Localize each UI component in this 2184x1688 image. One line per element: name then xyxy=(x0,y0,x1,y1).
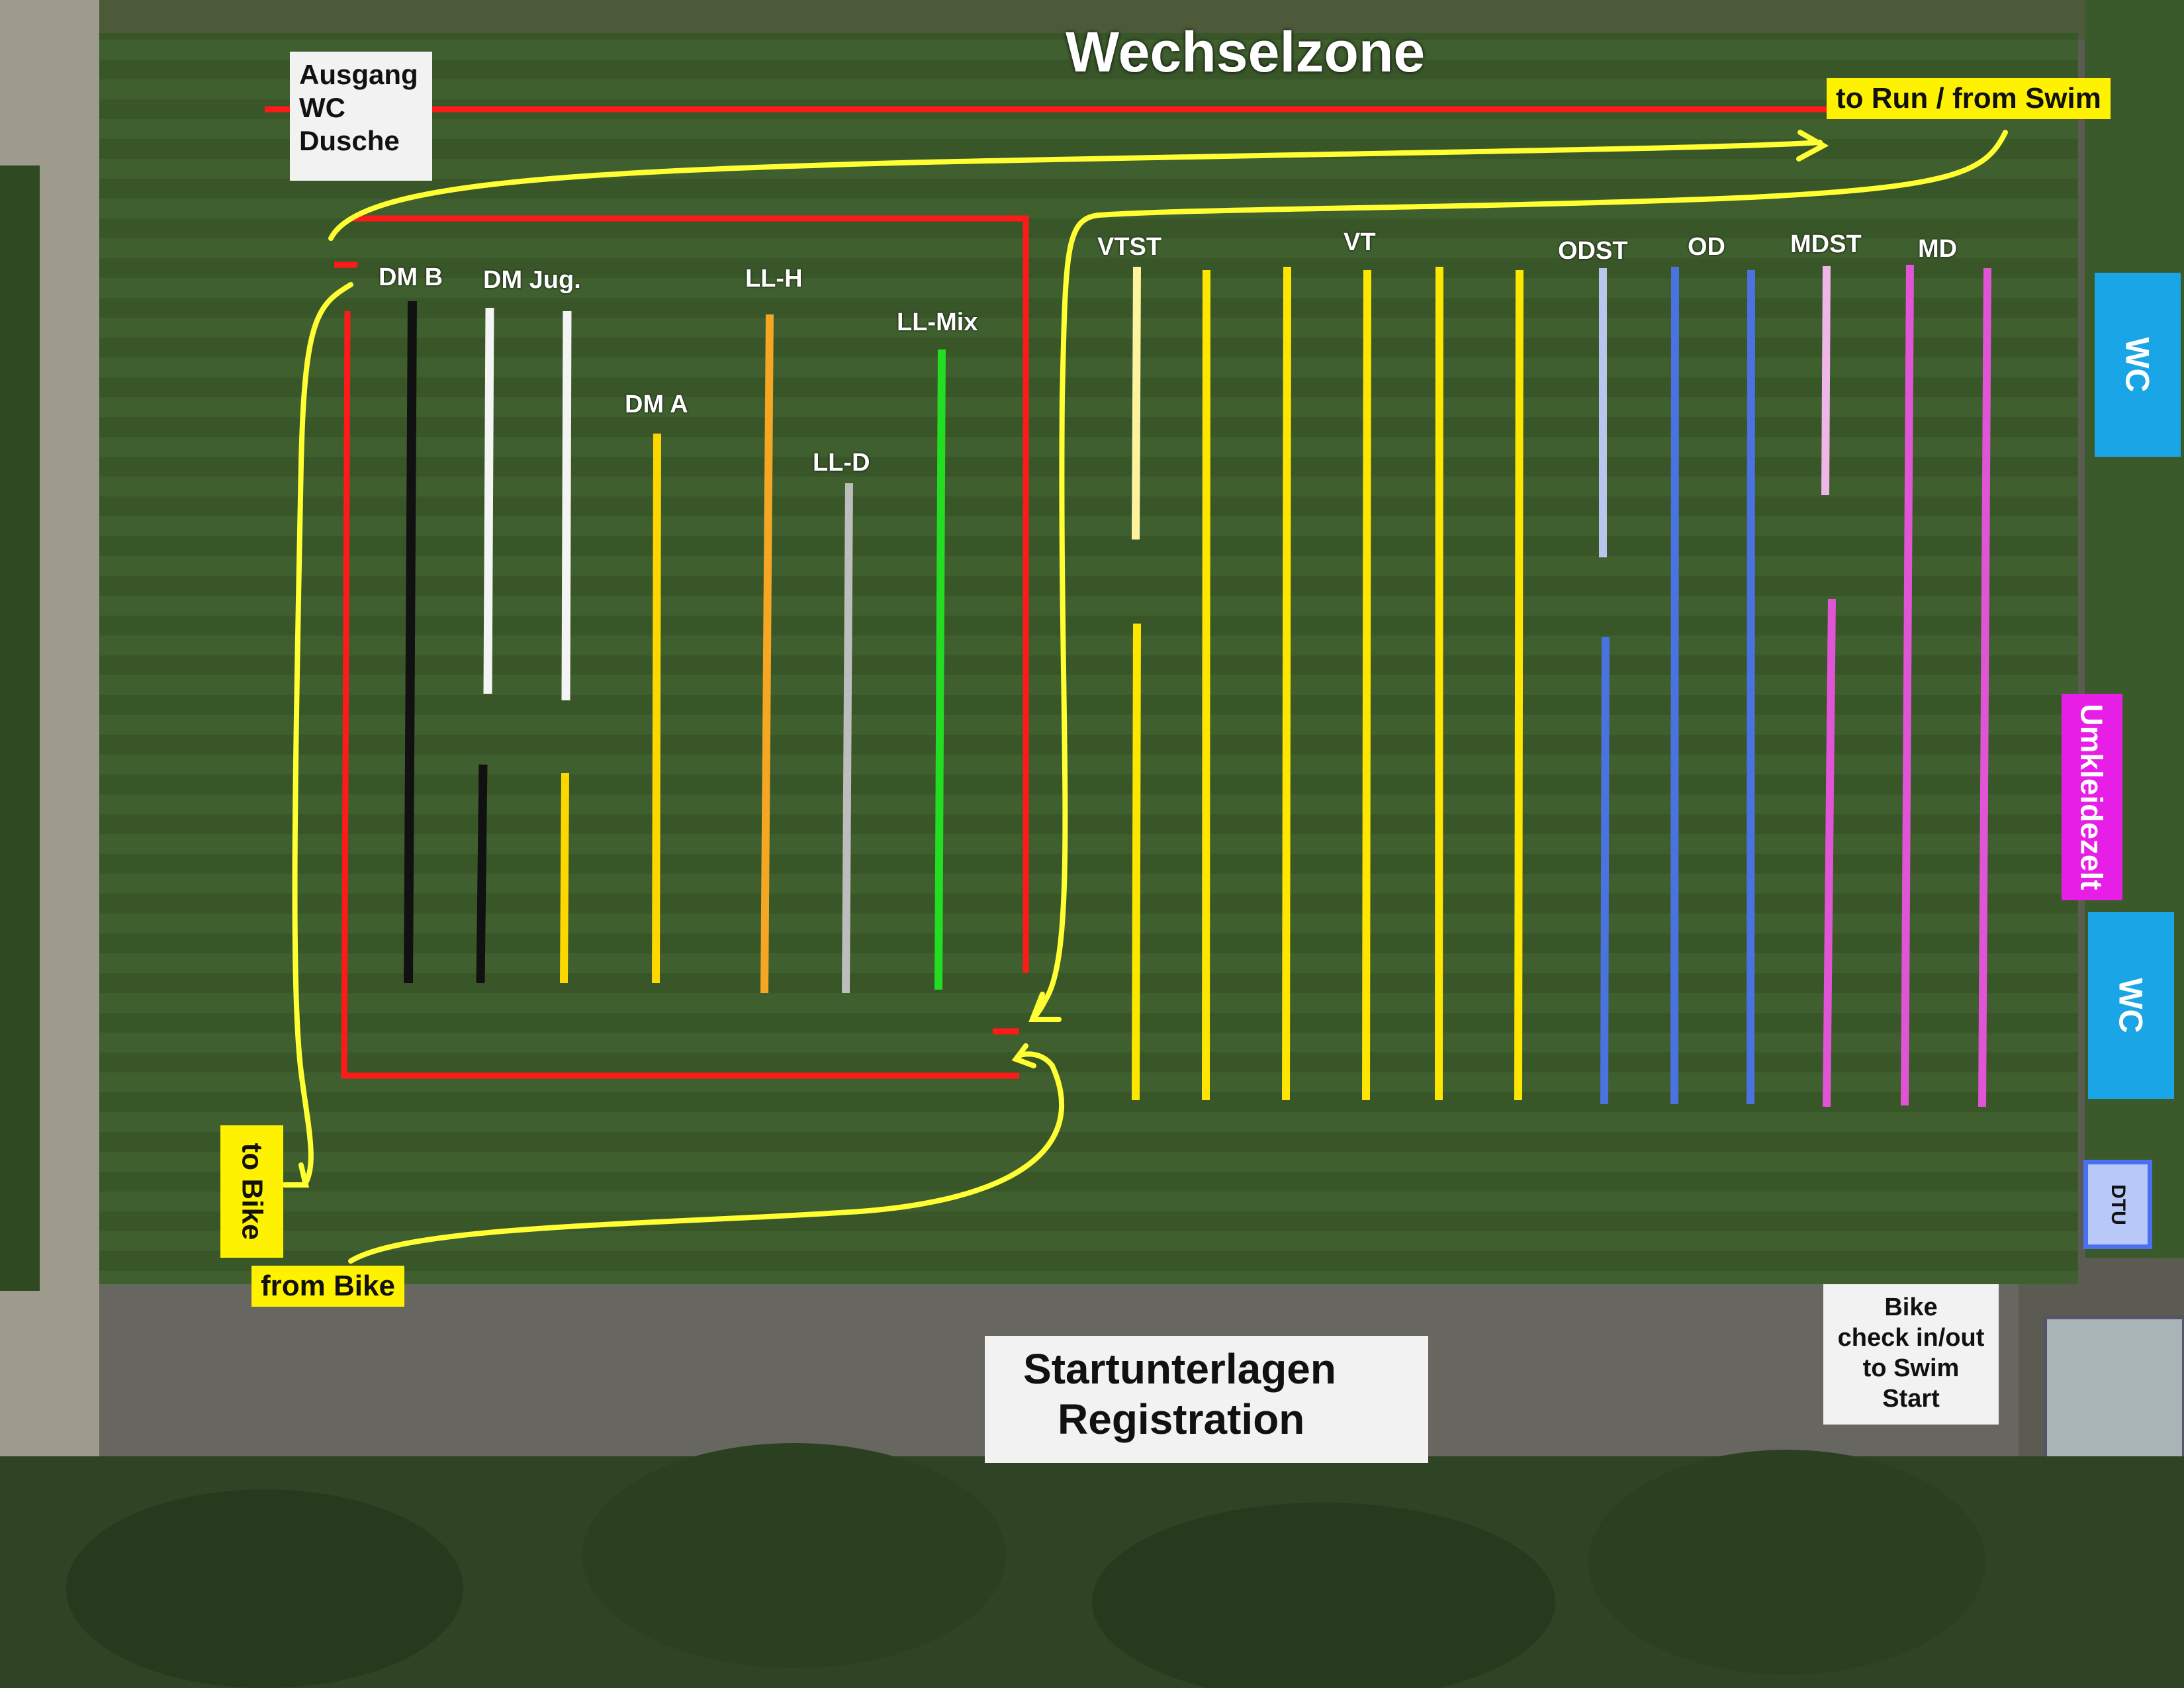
rack-label-ll-d: LL-D xyxy=(813,449,870,477)
registration-title: Startunterlagen xyxy=(1023,1345,1336,1393)
rack-label-mdst: MDST xyxy=(1790,230,1862,258)
rack-line xyxy=(561,310,572,701)
rack-line xyxy=(652,433,661,984)
rack-line xyxy=(1132,266,1141,540)
rack-label-ll-mix: LL-Mix xyxy=(897,308,978,336)
registration-subtitle: Registration xyxy=(1058,1395,1305,1443)
to-bike-label: to Bike xyxy=(220,1125,283,1258)
bike-check-line1: Bike xyxy=(1884,1293,1938,1321)
rack-label-od: OD xyxy=(1688,233,1725,261)
wc-bottom-box: WC xyxy=(2088,912,2174,1099)
rack-label-ll-h: LL-H xyxy=(745,265,803,293)
rack-label-dm-b: DM B xyxy=(379,263,443,291)
bike-check-line4: Start xyxy=(1882,1385,1940,1413)
dtu-label: DTU xyxy=(2107,1184,2129,1225)
rack-label-md: MD xyxy=(1918,235,1958,263)
tree-cluster xyxy=(1092,1503,1555,1688)
exit-label: Ausgang xyxy=(299,59,418,90)
rack-line xyxy=(934,349,946,990)
bike-check-line3: to Swim xyxy=(1862,1354,1960,1382)
to-bike-text: to Bike xyxy=(236,1143,269,1241)
rack-label-dm-jug: DM Jug. xyxy=(483,266,581,294)
bike-check-line2: check in/out xyxy=(1837,1324,1985,1352)
bike-check-box: Bike check in/out to Swim Start xyxy=(1823,1284,1999,1425)
rack-line xyxy=(483,307,494,694)
rack-line xyxy=(760,314,774,994)
left-trees xyxy=(0,165,40,1291)
rack-line xyxy=(1901,264,1914,1106)
rack-line xyxy=(842,483,853,994)
rack-label-odst: ODST xyxy=(1558,237,1628,265)
rack-line xyxy=(1978,267,1991,1107)
wc-top-label: WC xyxy=(2119,337,2156,393)
to-run-from-swim-label: to Run / from Swim xyxy=(1827,78,2111,119)
tree-cluster xyxy=(582,1443,1006,1668)
exit-info-box: Ausgang WC Dusche xyxy=(290,52,432,181)
page-title: Wechselzone xyxy=(1066,21,1426,84)
rack-line xyxy=(1670,266,1679,1105)
changing-tent-box: Umkleidezelt xyxy=(2062,694,2122,900)
shower-label: Dusche xyxy=(299,125,400,156)
rack-label-vt: VT xyxy=(1343,228,1376,256)
rack-label-vtst: VTST xyxy=(1097,233,1162,261)
bike-racks xyxy=(404,264,1991,1107)
red-boundary-paths xyxy=(265,106,1827,1079)
rack-line xyxy=(560,773,569,984)
tree-cluster xyxy=(66,1489,463,1688)
from-bike-label: from Bike xyxy=(251,1266,404,1307)
rack-line xyxy=(1282,266,1291,1101)
wc-top-box: WC xyxy=(2095,273,2181,457)
registration-box: Startunterlagen Registration xyxy=(985,1336,1428,1463)
rack-line xyxy=(1132,623,1141,1101)
yellow-route-paths xyxy=(282,130,2008,1264)
rack-line xyxy=(1821,265,1831,496)
changing-tent-label: Umkleidezelt xyxy=(2075,704,2109,890)
wc-bottom-label: WC xyxy=(2113,978,2150,1033)
rack-line xyxy=(1823,598,1836,1107)
rack-label-dm-a: DM A xyxy=(625,391,688,418)
rack-line xyxy=(1514,269,1524,1101)
wc-label: WC xyxy=(299,92,345,123)
dtu-box: DTU xyxy=(2083,1160,2152,1249)
rack-line xyxy=(404,301,417,984)
rack-line xyxy=(1362,269,1371,1101)
tree-cluster xyxy=(1588,1450,1985,1675)
rack-line xyxy=(476,764,488,984)
rack-line xyxy=(1600,636,1610,1105)
